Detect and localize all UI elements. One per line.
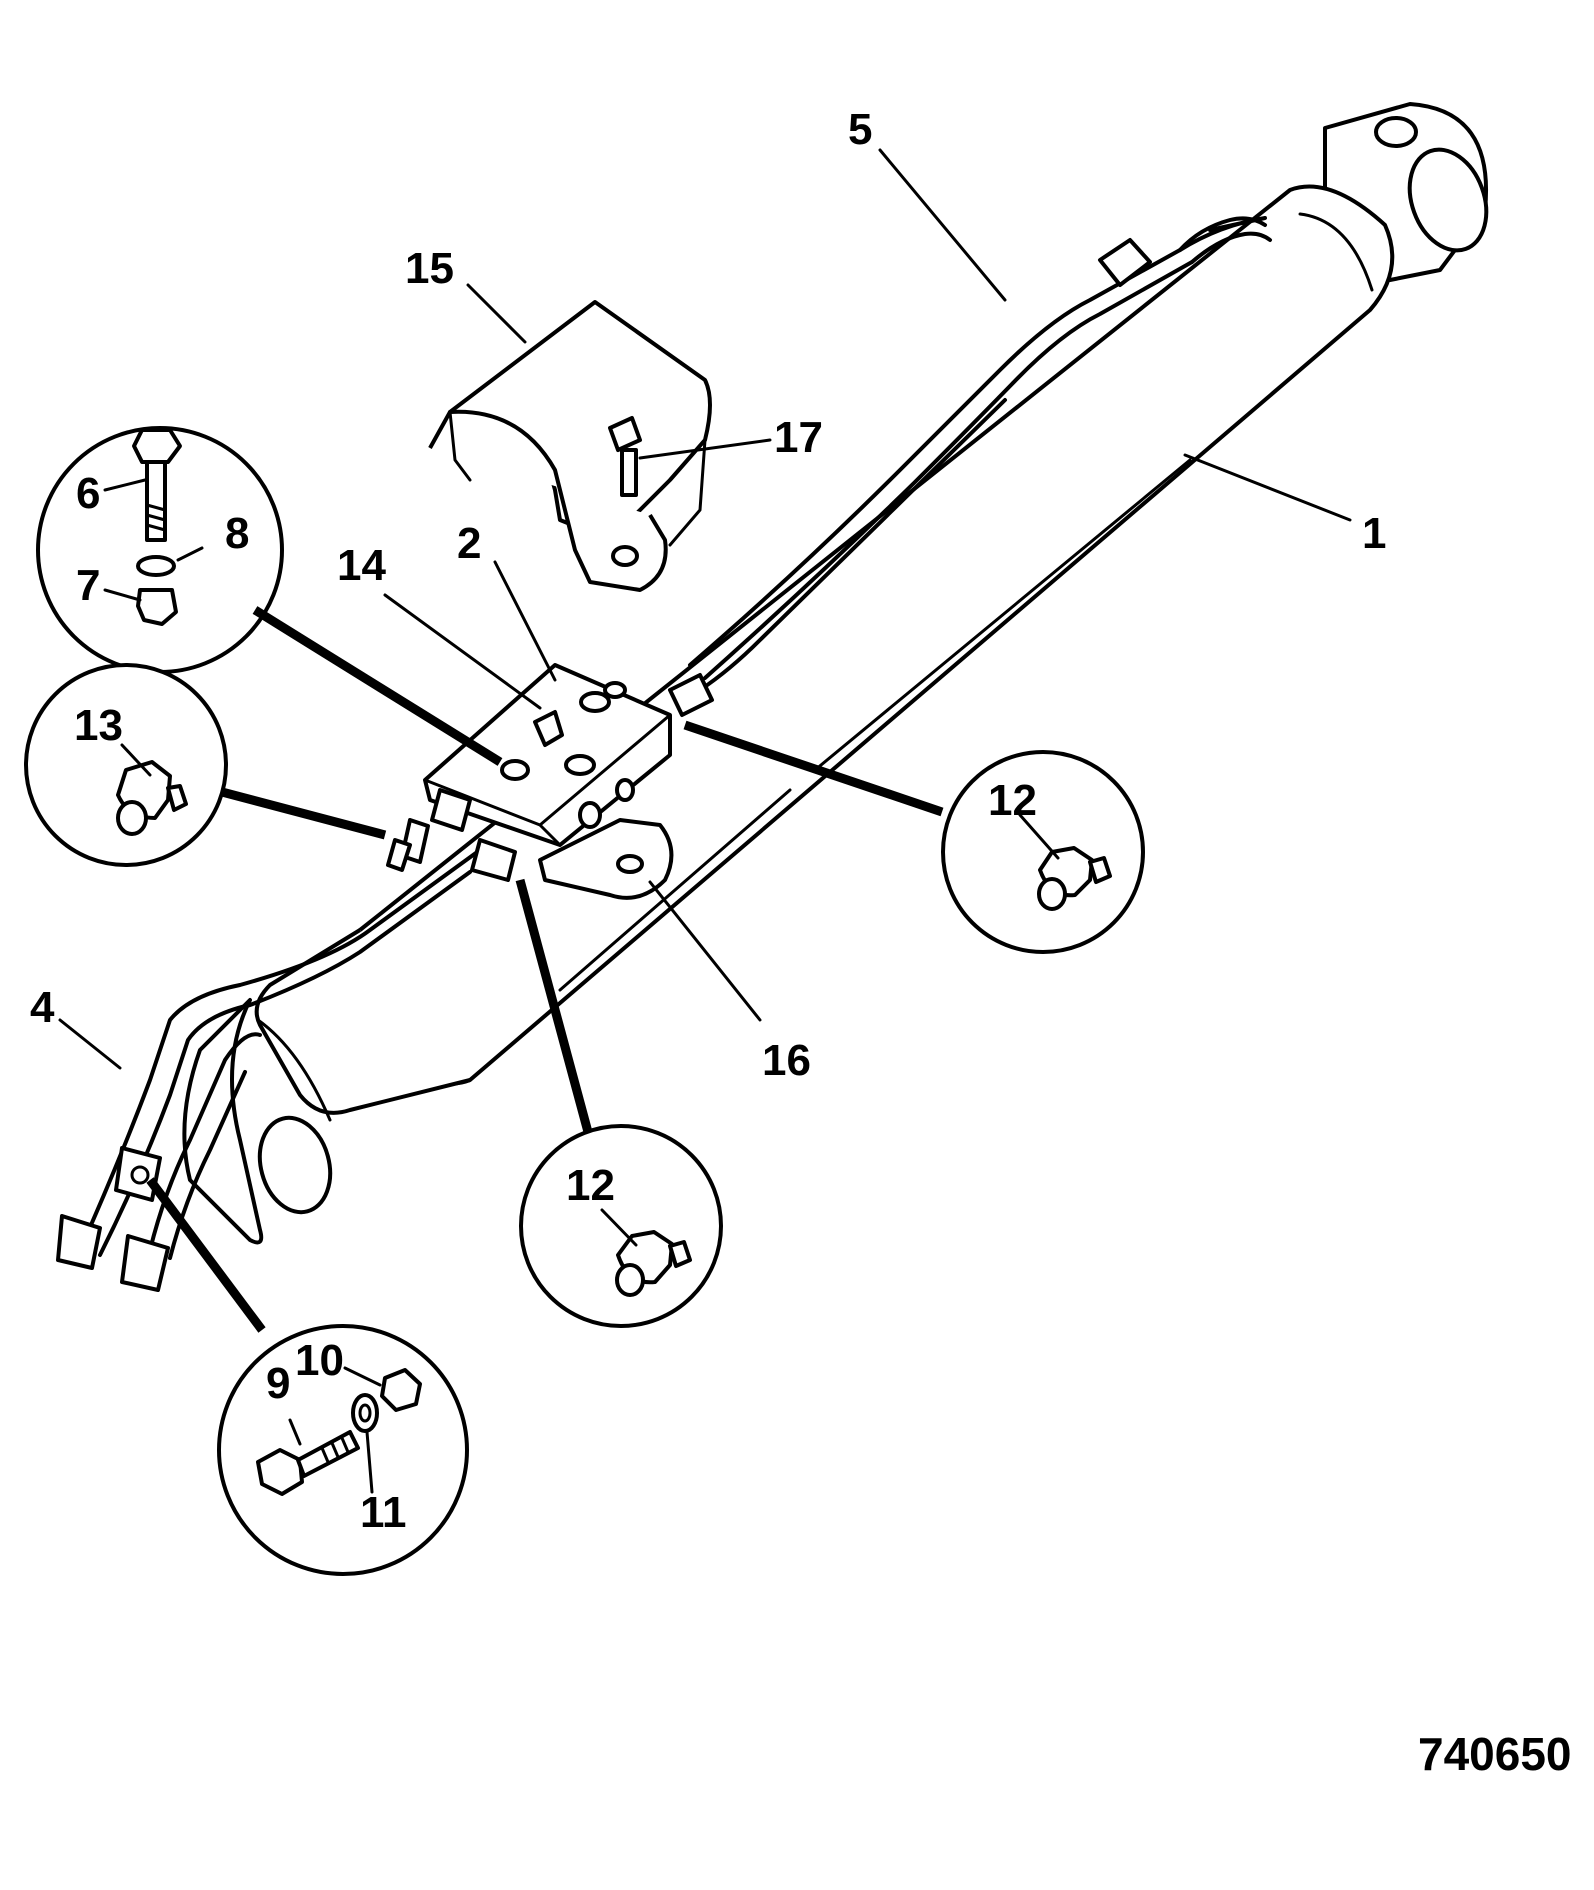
- callout-10: 10: [295, 1336, 344, 1385]
- detail-bolt-nut-9-10-11: [146, 1177, 469, 1576]
- valve-block: [386, 663, 714, 882]
- callout-16: 16: [762, 1036, 811, 1085]
- callout-6: 6: [76, 469, 100, 518]
- leader-lines: [58, 148, 1352, 1494]
- callout-2: 2: [457, 519, 481, 568]
- pipe-lower: [56, 848, 482, 1292]
- callout-15: 15: [405, 244, 454, 293]
- callout-17: 17: [774, 413, 823, 462]
- drawing-number: 740650: [1418, 1728, 1572, 1780]
- callout-4: 4: [30, 983, 55, 1032]
- detail-fitting-13: [24, 663, 387, 867]
- callout-14: 14: [337, 541, 386, 590]
- callout-8: 8: [225, 509, 249, 558]
- bracket-lower: [538, 818, 674, 900]
- detail-fitting-12-right: [683, 720, 1145, 954]
- callout-12-bottom: 12: [566, 1161, 615, 1210]
- callout-7: 7: [76, 561, 100, 610]
- callout-13: 13: [74, 701, 123, 750]
- callout-9: 9: [266, 1359, 290, 1408]
- pipe-upper: [688, 216, 1272, 692]
- bracket-cover: [428, 300, 712, 592]
- callout-5: 5: [848, 105, 872, 154]
- callouts: 1 2 4 5 6 7 8 9 10 11 12 12 13 14 15 16 …: [30, 105, 1386, 1537]
- detail-fitting-12-bottom: [515, 878, 723, 1328]
- hydraulic-cylinder: [182, 102, 1489, 1245]
- callout-11: 11: [360, 1488, 407, 1537]
- callout-1: 1: [1362, 509, 1386, 558]
- callout-12-right: 12: [988, 776, 1037, 825]
- detail-bolt-nut-6-7-8: [36, 426, 503, 766]
